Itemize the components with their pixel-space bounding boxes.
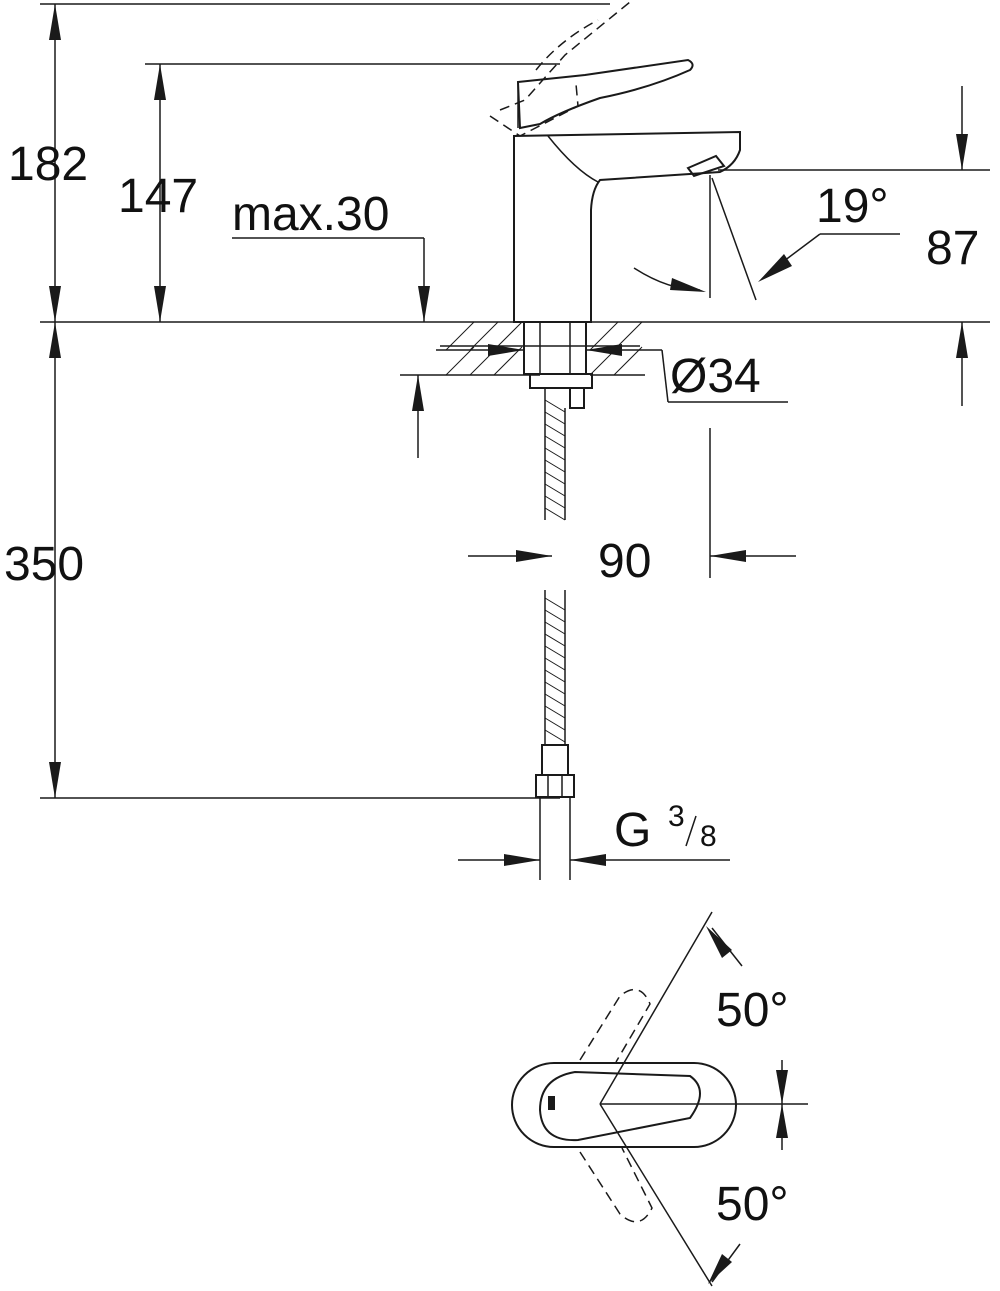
dimension-87: 87: [926, 86, 979, 406]
faucet-side-view: [489, 1, 741, 880]
lever-angle-down-label: 50°: [716, 1178, 789, 1231]
lever-top-view: 50° 50°: [511, 911, 808, 1287]
dimension-thread: G 3 8: [458, 800, 730, 866]
dimension-max30: max.30: [232, 188, 430, 458]
dimension-182-label: 182: [8, 138, 88, 191]
dimension-87-label: 87: [926, 222, 979, 275]
dimension-90-label: 90: [598, 535, 651, 588]
dimension-spout-angle: 19°: [633, 175, 900, 301]
dimension-147: 147: [118, 64, 198, 322]
dimension-diameter-34-label: Ø34: [670, 350, 761, 403]
dimension-350: 350: [4, 322, 84, 798]
lever-angle-up-label: 50°: [716, 984, 789, 1037]
dimension-182: 182: [8, 4, 88, 322]
dimension-thread-g-label: G: [614, 804, 651, 857]
dimension-350-label: 350: [4, 538, 84, 591]
dimension-147-label: 147: [118, 170, 198, 223]
dimension-thread-denominator: 8: [700, 820, 717, 853]
dimension-thread-numerator: 3: [668, 800, 685, 833]
dimension-19deg-label: 19°: [816, 180, 889, 233]
reference-lines: [40, 3, 990, 799]
dimension-max30-label: max.30: [232, 188, 389, 241]
dimension-90: 90: [468, 428, 796, 588]
dimension-diameter-34: Ø34: [436, 344, 788, 403]
